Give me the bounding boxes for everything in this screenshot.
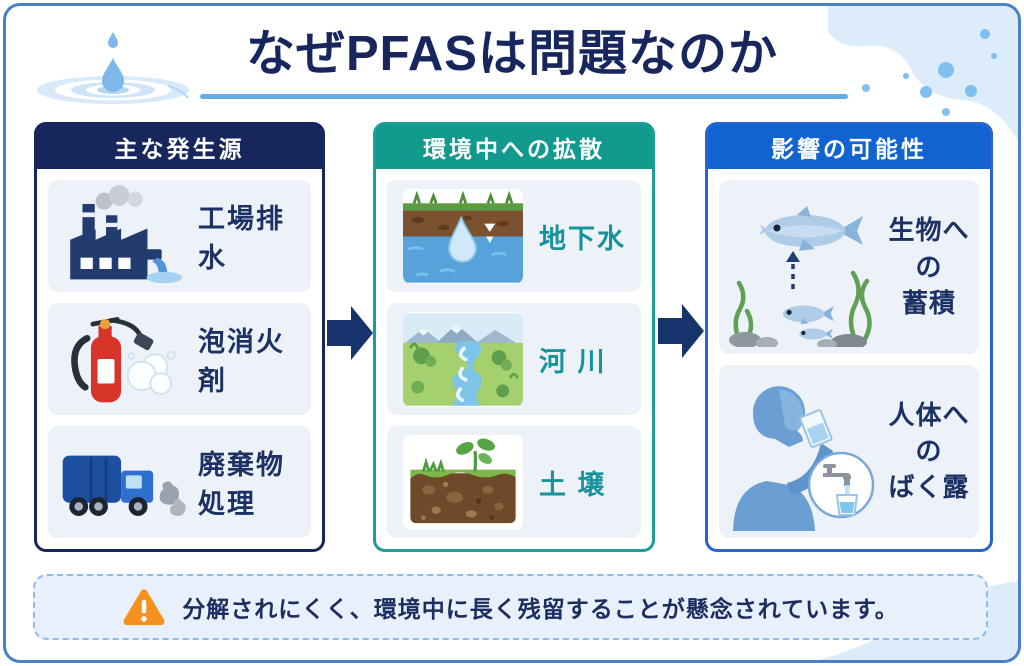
card-firefighting-foam: 泡消火剤: [48, 303, 311, 415]
item-label-groundwater: 地下水: [539, 223, 626, 254]
column-possible-impacts: 影響の可能性: [705, 122, 993, 552]
item-label-factory-wastewater: 工場排水: [198, 204, 285, 273]
column-main-sources: 主な発生源: [34, 122, 325, 552]
warning-triangle-icon: [123, 589, 165, 626]
title-underline: [200, 94, 848, 99]
item-label-bioaccumulation: 生物への 蓄積: [888, 215, 970, 318]
column-header-environment-spread: 環境中への拡散: [376, 125, 652, 169]
right-arrow-icon: [658, 304, 704, 358]
column-header-main-sources: 主な発生源: [37, 125, 322, 169]
page-title: なぜPFASは問題なのか: [246, 27, 778, 81]
item-label-human-exposure: 人体への ばく露: [888, 399, 970, 503]
factory-icon: [70, 185, 183, 284]
groundwater-illustration: [403, 189, 523, 283]
fire-extinguisher-icon: [71, 317, 176, 403]
river-illustration: [403, 312, 523, 406]
item-label-firefighting-foam: 泡消火剤: [198, 327, 285, 396]
item-label-rivers: 河 川: [539, 346, 607, 377]
right-arrow-icon: [327, 306, 373, 360]
card-rivers: 河 川: [387, 303, 641, 415]
column-environment-spread: 環境中への拡散: [373, 122, 655, 552]
card-factory-wastewater: 工場排水: [48, 180, 311, 292]
soil-illustration: [403, 435, 523, 529]
card-waste-disposal: 廃棄物処理: [48, 426, 311, 538]
corner-wave-top-right: [828, 6, 1018, 141]
water-drop-ripple-icon: [37, 32, 189, 104]
person-drinking-illustration: [733, 386, 875, 532]
card-soil: 土 壌: [387, 426, 641, 538]
warning-text: 分解されにくく、環境中に長く残留することが懸念されています。: [182, 596, 899, 622]
warning-note: 分解されにくく、環境中に長く残留することが懸念されています。: [33, 574, 988, 640]
card-human-exposure: 人体への ばく露: [719, 364, 979, 538]
fish-bioaccumulation-illustration: [729, 205, 872, 347]
bubble-dot: [938, 62, 954, 78]
item-label-soil: 土 壌: [539, 469, 607, 500]
garbage-truck-icon: [62, 455, 186, 517]
card-groundwater: 地下水: [387, 180, 641, 292]
column-header-possible-impacts: 影響の可能性: [708, 125, 990, 169]
item-label-waste-disposal: 廃棄物処理: [198, 450, 285, 519]
card-bioaccumulation: 生物への 蓄積: [719, 180, 979, 354]
